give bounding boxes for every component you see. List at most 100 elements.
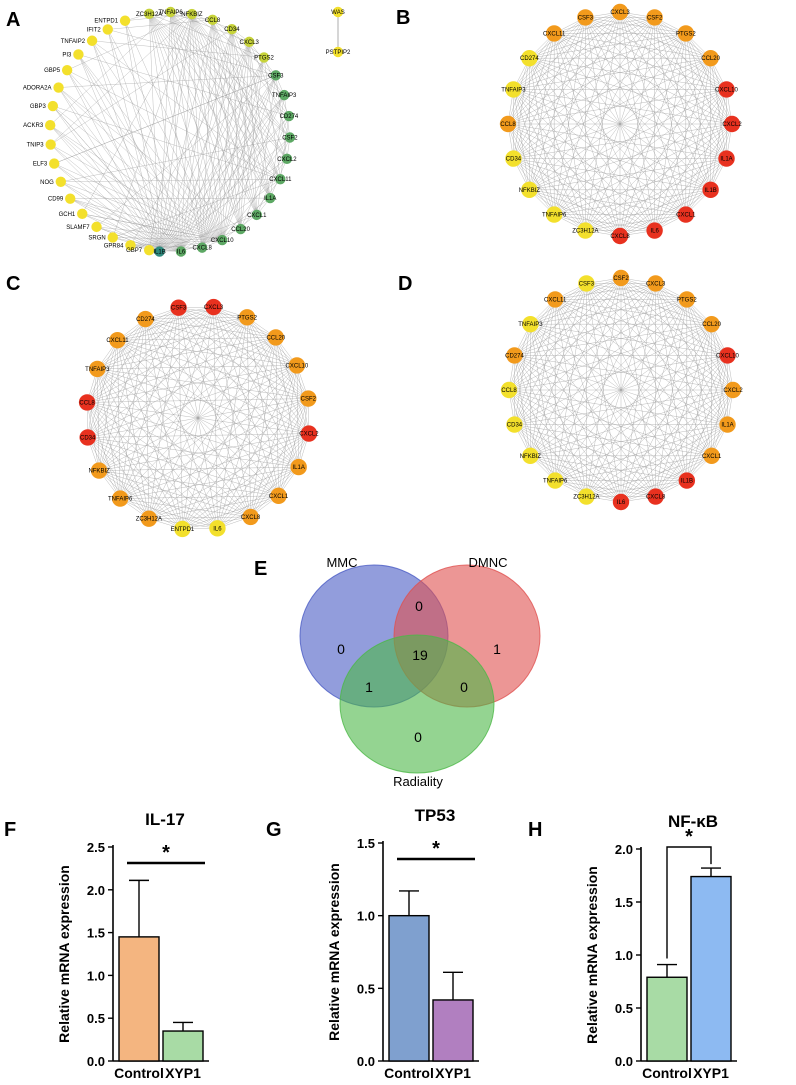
net-a-edge [170, 11, 241, 230]
net-d-edge [514, 355, 656, 497]
net-d-node-circle [522, 315, 539, 333]
net-a-node-label: ENTPD1 [94, 19, 118, 25]
net-c-node-circle [242, 508, 259, 526]
net-a-node-label: CD99 [48, 197, 64, 203]
net-a-edge [256, 75, 277, 215]
net-a-edge [180, 19, 213, 252]
net-d-node: IL1B [678, 472, 696, 489]
net-a-edge [212, 19, 257, 215]
net-d-node: CCL20 [702, 315, 722, 333]
net-a-edge [50, 144, 160, 252]
net-a-edge [50, 13, 193, 145]
net-c-edge [148, 466, 299, 519]
net-d-edge [586, 480, 687, 497]
net-a-edge [52, 105, 223, 241]
net-a-edge [148, 13, 281, 180]
net-b-edge [585, 17, 727, 90]
net-b-node-label: CCL8 [500, 122, 516, 128]
net-c-edge [145, 318, 310, 434]
net-d-edge [514, 424, 622, 503]
net-a-edge [148, 94, 285, 251]
net-d-edge [530, 283, 587, 456]
net-d-edge [555, 283, 656, 300]
net-a-node-circle [65, 193, 76, 204]
net-d-edge [508, 389, 556, 481]
net-a-node-circle [119, 15, 131, 26]
net-c-node-label: ENTPD1 [171, 527, 195, 533]
venn-count-mmc-dmnc: 0 [415, 598, 423, 614]
net-a-node-circle [281, 153, 293, 164]
net-a-node: GBP3 [30, 100, 59, 112]
net-a-node-label: CXCL2 [277, 157, 297, 163]
net-a-edge [78, 54, 290, 117]
panel-label-g: G [266, 819, 282, 841]
net-a-node-circle [175, 246, 187, 257]
venn-count-mmc-only: 0 [337, 641, 345, 657]
net-b-edge [554, 189, 711, 215]
panel-label-f: F [4, 819, 16, 841]
net-b-edge [553, 33, 621, 237]
bar-g-ytick-label: 0.0 [357, 1054, 375, 1069]
net-d-edge [586, 283, 687, 300]
net-a-node: CXCL2 [277, 153, 297, 164]
net-d-edge [514, 424, 687, 481]
net-c-edge [117, 340, 299, 468]
net-a-pair-node-circle [332, 6, 344, 18]
net-a-node-label: IL6 [177, 249, 186, 255]
net-c-node: CXCL1 [269, 487, 289, 505]
net-b-edge [554, 17, 655, 34]
net-d-edge [586, 283, 734, 391]
net-a-edge [54, 75, 276, 164]
net-b-node-circle [611, 3, 629, 21]
net-d-edge [508, 355, 728, 391]
net-a-node-circle [47, 100, 59, 112]
net-a-pair-node: PSTPIP2 [326, 46, 351, 58]
net-a-pair-node: WAS [331, 6, 345, 18]
net-c-edge [117, 339, 310, 434]
net-b-node: CSF3 [577, 9, 594, 26]
net-b-edge [513, 17, 586, 159]
net-b-edge [585, 11, 621, 231]
net-c-edge [98, 319, 146, 471]
net-a-edge [221, 29, 233, 241]
net-a-edge [66, 70, 182, 252]
net-a-node: GBP5 [44, 64, 73, 76]
net-a-node-label: CD274 [280, 114, 299, 120]
net-a-edge [240, 41, 250, 230]
net-c-edge [178, 307, 251, 517]
net-b-node-circle [646, 222, 663, 239]
bar-f-ytick-label: 1.0 [87, 968, 105, 983]
net-b-node-circle [702, 181, 719, 199]
bar-h-bar [690, 875, 732, 1062]
net-b-edge [554, 33, 733, 125]
net-c-node: CXCL2 [299, 425, 319, 442]
net-a-edge [201, 95, 285, 248]
net-c-edge [97, 368, 279, 496]
net-b-node-label: CD34 [506, 157, 522, 163]
net-d-edge [508, 389, 587, 497]
net-b-edge [513, 89, 711, 191]
net-b-edge [513, 89, 621, 237]
net-d-node: CXCL11 [544, 291, 567, 308]
net-b-edge [513, 17, 655, 90]
net-b-edge [529, 33, 555, 190]
net-d-edge [686, 324, 712, 481]
net-a-node-label: GBP3 [30, 104, 47, 110]
bar-f-ytick-label: 2.5 [87, 840, 105, 855]
net-b-node: TNFAIP3 [501, 81, 526, 98]
net-c-edge [87, 437, 150, 519]
net-d-node: NFKBIZ [520, 447, 541, 465]
net-a-edge [112, 237, 223, 241]
net-c-node-circle [140, 510, 158, 527]
net-a-node-label: ZC3H12A [136, 12, 162, 18]
net-a-edge [212, 19, 223, 241]
net-c-node-circle [300, 390, 317, 407]
net-a-node-circle [143, 8, 155, 20]
net-d-edge [508, 389, 622, 503]
net-b-node-label: CSF3 [578, 15, 594, 21]
net-c-edge [97, 368, 309, 434]
net-c-edge [145, 319, 218, 529]
net-a-node: TNFAIP6 [158, 6, 183, 18]
net-b-node-circle [545, 206, 563, 223]
net-d-node-label: IL1B [681, 479, 693, 485]
